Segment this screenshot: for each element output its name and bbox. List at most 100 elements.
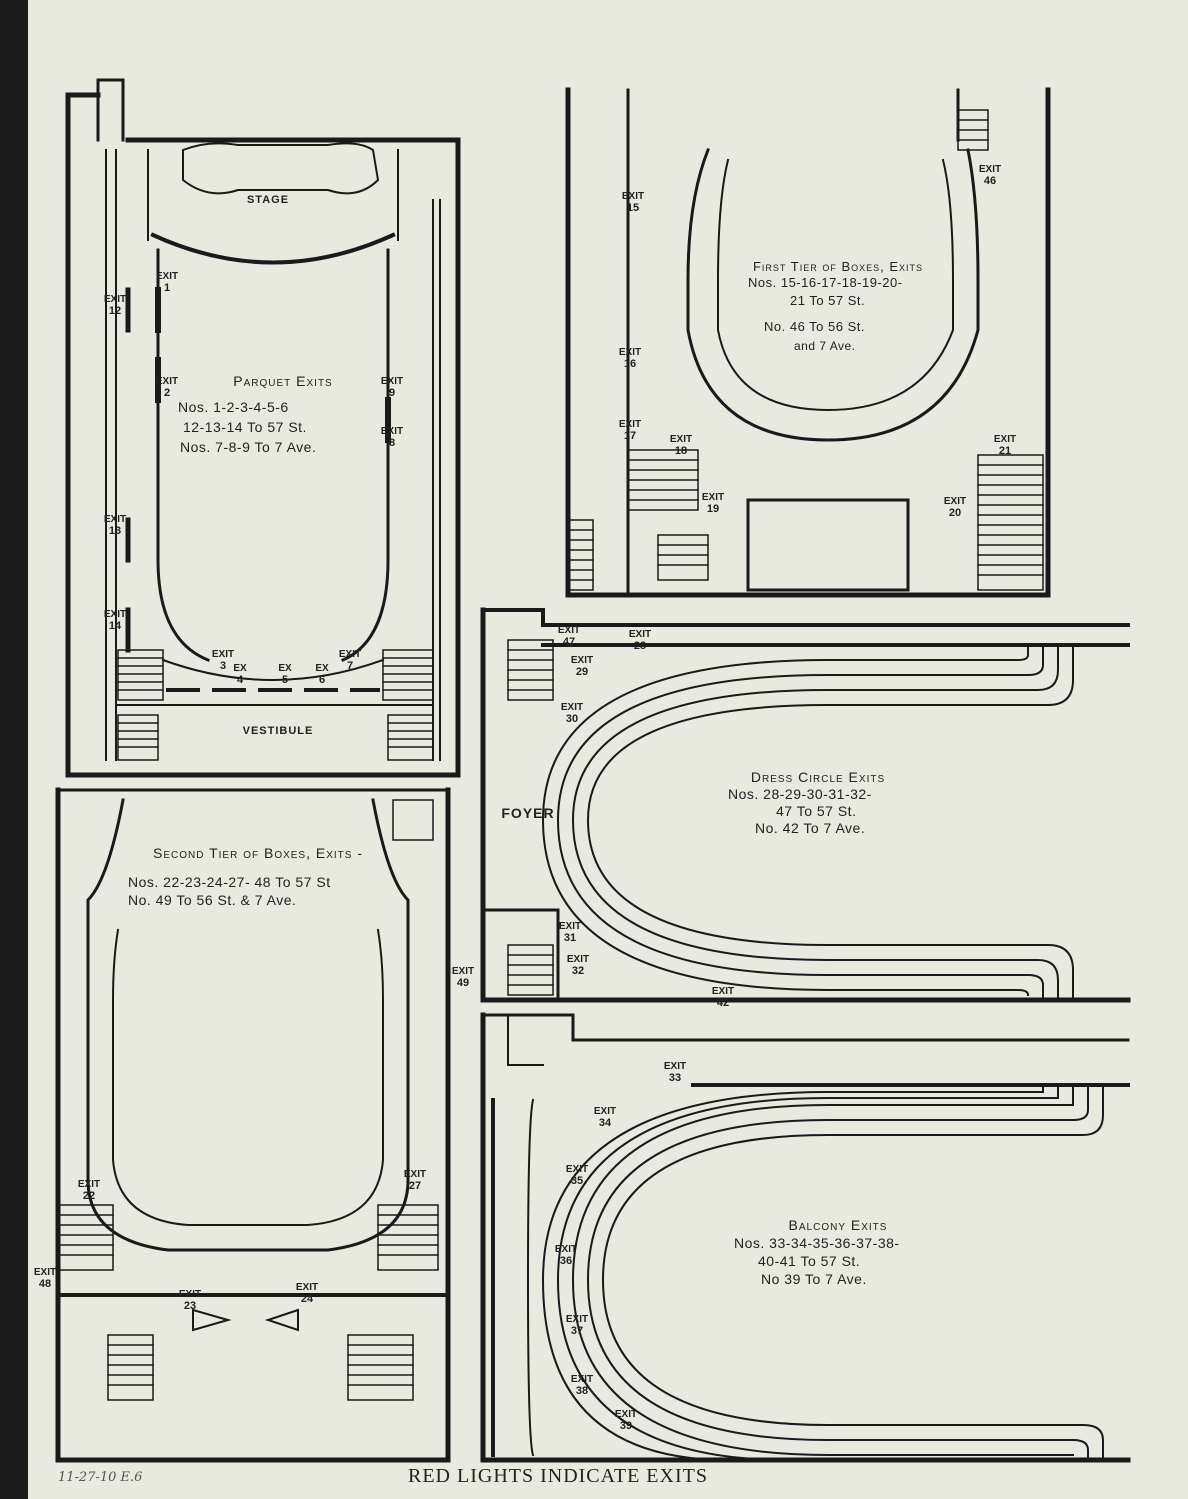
first-tier-line-1: Nos. 15-16-17-18-19-20- [748, 275, 903, 290]
exit-number: 42 [716, 996, 730, 1009]
exit-word: EXIT [338, 649, 362, 660]
balcony-line-1: Nos. 33-34-35-36-37-38- [734, 1235, 900, 1251]
exit-word: EXIT [565, 1164, 589, 1175]
exit-word: EXIT [614, 1409, 638, 1420]
exit-word: EXIT [103, 609, 127, 620]
exit-word: EXIT [380, 426, 404, 437]
exit-word: EXIT [618, 347, 642, 358]
exit-number: 1 [163, 281, 171, 294]
second-tier-line-1: Nos. 22-23-24-27- 48 To 57 St [128, 874, 331, 890]
exit-number: 30 [565, 712, 579, 725]
exit-number: 9 [388, 386, 396, 399]
exit-number: 37 [570, 1324, 584, 1337]
exit-word: EXIT [663, 1061, 687, 1072]
stage-label: STAGE [246, 194, 290, 206]
dress-circle-line-3: No. 42 To 7 Ave. [755, 820, 866, 836]
exit-number: 36 [559, 1254, 573, 1267]
exit-number: 47 [562, 635, 576, 648]
dress-circle-line-1: Nos. 28-29-30-31-32- [728, 786, 872, 802]
exit-word: EXIT [978, 164, 1002, 175]
exit-number: 8 [388, 436, 396, 449]
parquet-plan [65, 78, 461, 778]
balcony-plan [480, 1012, 1131, 1463]
exit-number: 35 [570, 1174, 584, 1187]
exit-number: 32 [571, 964, 585, 977]
exit-number: 19 [706, 502, 720, 515]
exit-word: EXIT [554, 1244, 578, 1255]
exit-number: 14 [108, 619, 122, 632]
exit-number: 28 [633, 639, 647, 652]
first-tier-line-2: 21 To 57 St. [790, 293, 866, 308]
exit-word: EX [278, 663, 292, 674]
exit-number: 27 [408, 1179, 422, 1192]
exit-word: EXIT [993, 434, 1017, 445]
dress-circle-plan [480, 607, 1131, 1003]
exit-word: EXIT [943, 496, 967, 507]
floor-plan-drawing [55, 78, 1131, 1463]
exit-number: 34 [598, 1116, 612, 1129]
exit-word: EXIT [77, 1179, 101, 1190]
exit-number: 33 [668, 1071, 682, 1084]
exit-word: EXIT [669, 434, 693, 445]
exit-number: 20 [948, 506, 962, 519]
exit-word: EXIT [618, 419, 642, 430]
exit-number: 21 [998, 444, 1012, 457]
exit-word: EXIT [557, 625, 581, 636]
parquet-line-3: Nos. 7-8-9 To 7 Ave. [180, 439, 317, 455]
exit-number: 38 [575, 1384, 589, 1397]
exit-number: 18 [674, 444, 688, 457]
exit-number: 3 [219, 659, 227, 672]
exit-number: 15 [626, 201, 640, 214]
exit-number: 49 [456, 976, 470, 989]
first-tier-line-4: and 7 Ave. [794, 339, 856, 353]
exit-word: EXIT [451, 966, 475, 977]
exit-word: EXIT [178, 1289, 202, 1300]
dress-circle-title: Dress Circle Exits [750, 769, 886, 785]
exit-number: 39 [619, 1419, 633, 1432]
exit-word: EXIT [558, 921, 582, 932]
exit-word: EX [233, 663, 247, 674]
second-tier-line-2: No. 49 To 56 St. & 7 Ave. [128, 892, 297, 908]
exit-number: 12 [108, 304, 122, 317]
exit-word: EXIT [711, 986, 735, 997]
exit-word: EXIT [155, 271, 179, 282]
second-tier-plan [55, 787, 451, 1463]
exit-number: 13 [108, 524, 122, 537]
dress-circle-line-2: 47 To 57 St. [776, 803, 857, 819]
exit-word: EXIT [211, 649, 235, 660]
first-tier-plan [565, 87, 1051, 598]
balcony-line-2: 40-41 To 57 St. [758, 1253, 861, 1269]
balcony-title: Balcony Exits [788, 1217, 888, 1233]
program-page: Parquet Exits Nos. 1-2-3-4-5-6 12-13-14 … [28, 0, 1188, 1499]
exit-word: EXIT [103, 294, 127, 305]
exit-number: 22 [82, 1189, 96, 1202]
exit-word: EXIT [621, 191, 645, 202]
exit-word: EXIT [560, 702, 584, 713]
exit-word: EXIT [565, 1314, 589, 1325]
exit-word: EXIT [593, 1106, 617, 1117]
foyer-label: FOYER [501, 805, 555, 821]
